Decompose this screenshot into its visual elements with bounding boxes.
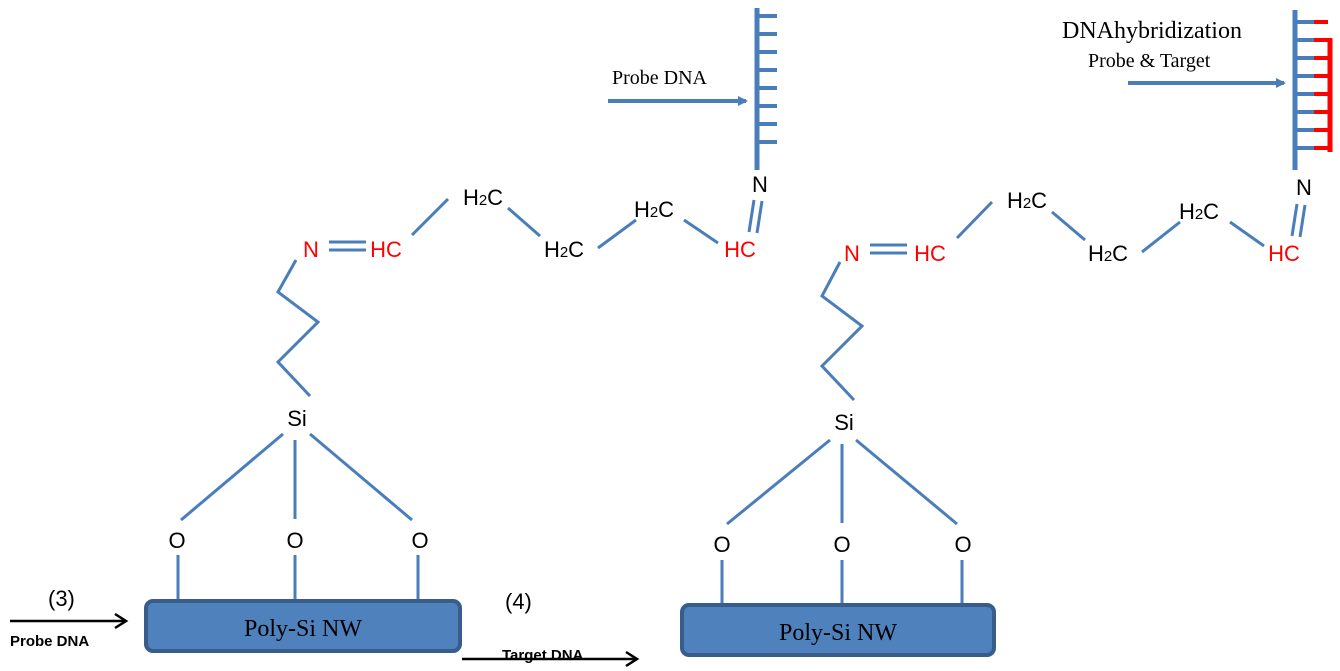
left-methylene-1: H2C [463,185,503,210]
left-silicon: Si [287,406,307,431]
step-4-label: Target DNA [502,647,584,664]
right-oxygen-1: O [713,532,730,557]
left-nanowire [144,599,462,653]
right-silicon: Si [834,410,854,435]
left-probe-strand [754,8,777,170]
right-methylene-3: H2C [1179,199,1219,224]
right-methylene-2: H2C [1088,241,1128,266]
right-structure: Poly-Si NW O O O Si N HC H2C H2C H2C HC [680,10,1333,657]
step-3-number: (3) [48,586,75,611]
right-nanowire-label: Poly-Si NW [779,620,897,646]
right-terminal-nitrogen: N [1296,175,1312,200]
left-nanowire-label: Poly-Si NW [244,616,362,642]
hybridization-subtitle: Probe & Target [1088,50,1211,72]
right-methylene-1: H2C [1007,188,1047,213]
left-terminal-nitrogen: N [752,172,768,197]
right-imine-nitrogen: N [844,241,860,266]
right-terminal-carbon: HC [1268,241,1300,266]
hybridization-title: DNAhybridization [1062,18,1242,44]
step-3-label: Probe DNA [10,633,89,650]
left-methylene-2: H2C [544,237,584,262]
right-hybridized-strand [1292,10,1333,170]
left-probe-label: Probe DNA [612,67,708,89]
right-oxygen-3: O [954,532,971,557]
target-strand [1314,20,1333,152]
left-oxygen-2: O [286,528,303,553]
step-4-arrow [462,650,640,668]
right-nanowire [680,603,996,657]
step-3-arrow [10,612,129,630]
right-oxygen-2: O [833,532,850,557]
left-structure: Poly-Si NW O O O Si N HC H2C H2C H2C HC [144,8,777,653]
right-imine-carbon: HC [914,241,946,266]
left-methylene-3: H2C [634,197,674,222]
left-imine-nitrogen: N [303,237,319,262]
step-4-number: (4) [505,589,532,614]
left-oxygen-3: O [411,528,428,553]
left-oxygen-1: O [168,528,185,553]
left-imine-carbon: HC [370,237,402,262]
left-terminal-carbon: HC [724,237,756,262]
